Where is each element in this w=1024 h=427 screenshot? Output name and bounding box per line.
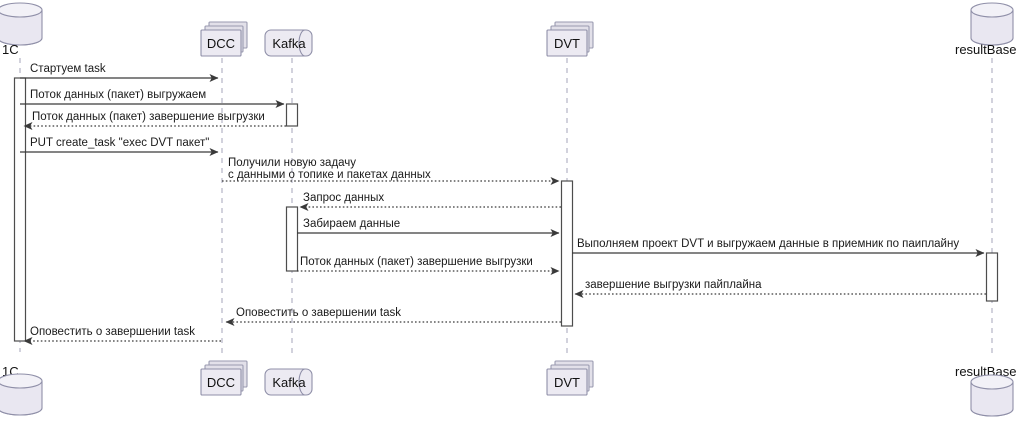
participant-label-resultbase-top: resultBase: [955, 42, 1016, 57]
message-2[interactable]: Поток данных (пакет) выгружаем: [20, 89, 285, 108]
participant-dvt-bottom[interactable]: DVT: [546, 360, 594, 396]
participant-label-1c-top: 1C: [2, 42, 19, 57]
participant-1c-bottom[interactable]: 1C: [0, 364, 43, 416]
message-label-5-line2: с данными о топике и пакетах данных: [228, 169, 431, 181]
participant-resultbase-bottom[interactable]: resultBase: [955, 364, 1016, 417]
message-1[interactable]: Стартуем task: [20, 63, 219, 82]
message-label-10: завершение выгрузки пайплайна: [585, 279, 762, 291]
participant-kafka-bottom[interactable]: Kafka: [264, 368, 313, 396]
participant-resultbase-top[interactable]: resultBase: [955, 2, 1016, 57]
message-9[interactable]: Поток данных (пакет) завершение выгрузки: [297, 256, 560, 275]
message-label-8: Выполняем проект DVT и выгружаем данные …: [577, 238, 959, 250]
messages: Стартуем task Поток данных (пакет) выгру…: [20, 63, 986, 345]
message-8[interactable]: Выполняем проект DVT и выгружаем данные …: [572, 238, 985, 257]
message-label-12: Оповестить о завершении task: [30, 326, 195, 338]
participant-label-kafka-top: Kafka: [272, 36, 306, 51]
participant-kafka-top[interactable]: Kafka: [264, 29, 313, 57]
message-3[interactable]: Поток данных (пакет) завершение выгрузки: [23, 111, 286, 130]
participant-dvt-top[interactable]: DVT: [546, 21, 594, 57]
message-label-5-line1: Получили новую задачу: [228, 157, 356, 169]
participant-label-dvt-bottom: DVT: [554, 375, 580, 390]
message-label-9: Поток данных (пакет) завершение выгрузки: [300, 256, 533, 268]
message-label-1: Стартуем task: [30, 63, 106, 75]
message-4[interactable]: PUT create_task "exec DVT пакет": [20, 137, 219, 156]
message-12[interactable]: Оповестить о завершении task: [23, 326, 221, 345]
participant-label-dcc-top: DCC: [207, 36, 235, 51]
participant-label-dvt-top: DVT: [554, 36, 580, 51]
participant-1c-top[interactable]: 1C: [0, 2, 43, 57]
message-7[interactable]: Забираем данные: [297, 218, 560, 237]
activation-bar-kafka-2: [285, 206, 299, 272]
participant-label-kafka-bottom: Kafka: [272, 375, 306, 390]
message-label-6: Запрос данных: [303, 192, 384, 204]
message-10[interactable]: завершение выгрузки пайплайна: [574, 279, 986, 298]
participant-dcc-top[interactable]: DCC: [200, 21, 248, 57]
message-label-4: PUT create_task "exec DVT пакет": [30, 137, 209, 149]
activation-bar-dvt: [560, 180, 574, 327]
lifelines: [19, 58, 993, 358]
activation-bar-kafka-1: [285, 103, 299, 127]
message-6[interactable]: Запрос данных: [299, 192, 561, 211]
participant-dcc-bottom[interactable]: DCC: [200, 360, 248, 396]
activation-bar-resultbase: [985, 252, 999, 302]
message-label-3: Поток данных (пакет) завершение выгрузки: [32, 111, 265, 123]
message-5[interactable]: Получили новую задачу с данными о топике…: [222, 157, 560, 185]
message-11[interactable]: Оповестить о завершении task: [225, 307, 561, 326]
message-label-2: Поток данных (пакет) выгружаем: [30, 89, 206, 101]
message-label-11: Оповестить о завершении task: [236, 307, 401, 319]
activation-bar-1c: [13, 77, 27, 342]
participant-label-dcc-bottom: DCC: [207, 375, 235, 390]
message-label-7: Забираем данные: [303, 218, 400, 230]
